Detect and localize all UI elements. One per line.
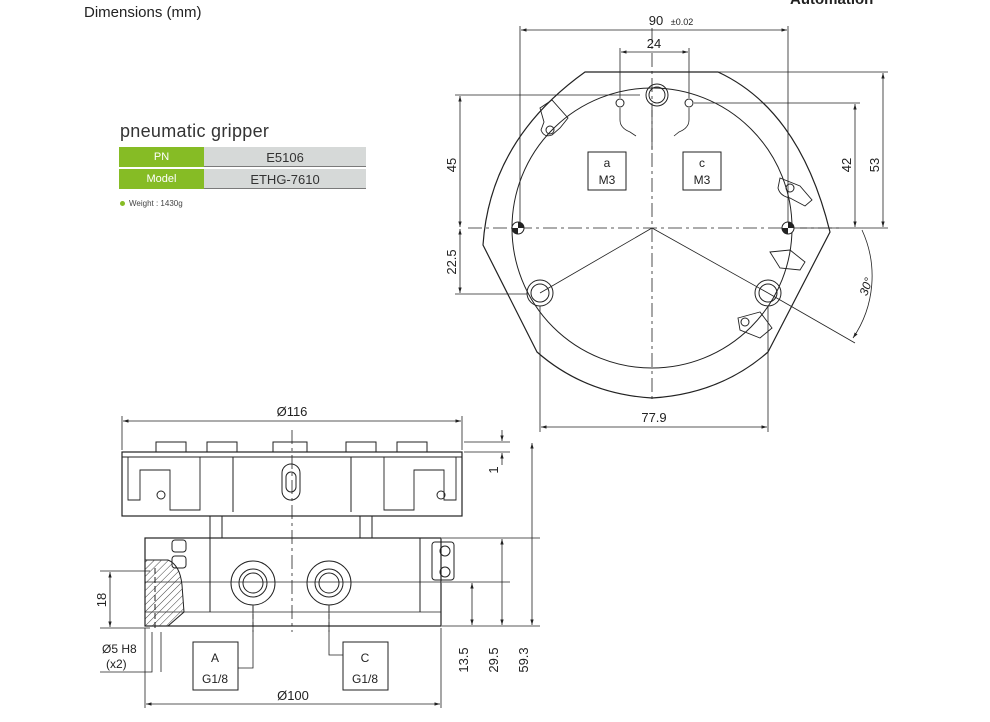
dim-45-label: 45 — [444, 158, 459, 172]
dim-18-label: 18 — [94, 593, 109, 607]
spec-title: pneumatic gripper — [120, 121, 270, 141]
pin-count-label: (x2) — [106, 657, 127, 671]
side-neck — [209, 515, 373, 539]
spec-table: PN E5106 Model ETHG-7610 — [119, 147, 366, 191]
spec-value-model: ETHG-7610 — [204, 168, 366, 191]
dim-42-label: 42 — [839, 158, 854, 172]
port-c-hole — [684, 98, 694, 108]
datum-right — [781, 221, 795, 235]
dim-24-label: 24 — [647, 36, 661, 51]
port-C-label: C G1/8 — [342, 641, 389, 691]
port-c-label: c M3 — [682, 151, 722, 191]
top-view-body-outline — [482, 71, 831, 399]
dim-53-label: 53 — [867, 158, 882, 172]
weight-text: Weight : 1430g — [129, 199, 183, 208]
dim-116-label: Ø116 — [277, 404, 308, 419]
port-C-letter: C — [361, 651, 370, 665]
dim-22-5-label: 22.5 — [444, 249, 459, 274]
port-A-label: A G1/8 — [192, 641, 239, 691]
dim-29-5-label: 29.5 — [486, 647, 501, 672]
dim-90-tolerance: ±0.02 — [671, 17, 693, 27]
dim-77-9-label: 77.9 — [641, 410, 666, 425]
weight-note: Weight : 1430g — [120, 199, 183, 208]
side-view — [121, 430, 463, 632]
spec-row-model: Model ETHG-7610 — [119, 168, 366, 191]
port-A-letter: A — [211, 651, 219, 665]
page-title: Dimensions (mm) — [84, 4, 202, 21]
port-a-thread: M3 — [599, 173, 616, 187]
header-brand: Automation — [790, 0, 873, 8]
dim-100-label: Ø100 — [277, 688, 309, 703]
port-A-thread: G1/8 — [202, 672, 228, 686]
top-view — [468, 28, 840, 400]
sensor-bracket-right — [777, 177, 813, 207]
top-center-hole — [645, 83, 669, 107]
port-C-fitting — [306, 560, 352, 606]
port-A-fitting — [230, 560, 276, 606]
spec-value-pn: E5106 — [204, 147, 366, 169]
port-a-hole — [615, 98, 625, 108]
port-c-thread: M3 — [694, 173, 711, 187]
port-C-thread: G1/8 — [352, 672, 378, 686]
pin-hole-label: Ø5 H8 — [102, 642, 137, 656]
sensor-bracket-left — [539, 99, 569, 137]
dim-1-label: 1 — [486, 466, 501, 473]
port-c-letter: c — [699, 156, 705, 170]
spec-label-pn: PN — [119, 147, 204, 169]
port-a-label: a M3 — [587, 151, 627, 191]
spec-row-pn: PN E5106 — [119, 147, 366, 169]
section-hatch — [144, 559, 185, 627]
bullet-icon — [120, 201, 125, 207]
dim-13-5-label: 13.5 — [456, 647, 471, 672]
dim-90-label: 90 — [649, 13, 663, 28]
dim-59-3-label: 59.3 — [516, 647, 531, 672]
angle-30-label: 30° — [857, 276, 876, 298]
datum-left — [511, 221, 525, 235]
spec-label-model: Model — [119, 168, 204, 191]
port-a-letter: a — [604, 156, 611, 170]
